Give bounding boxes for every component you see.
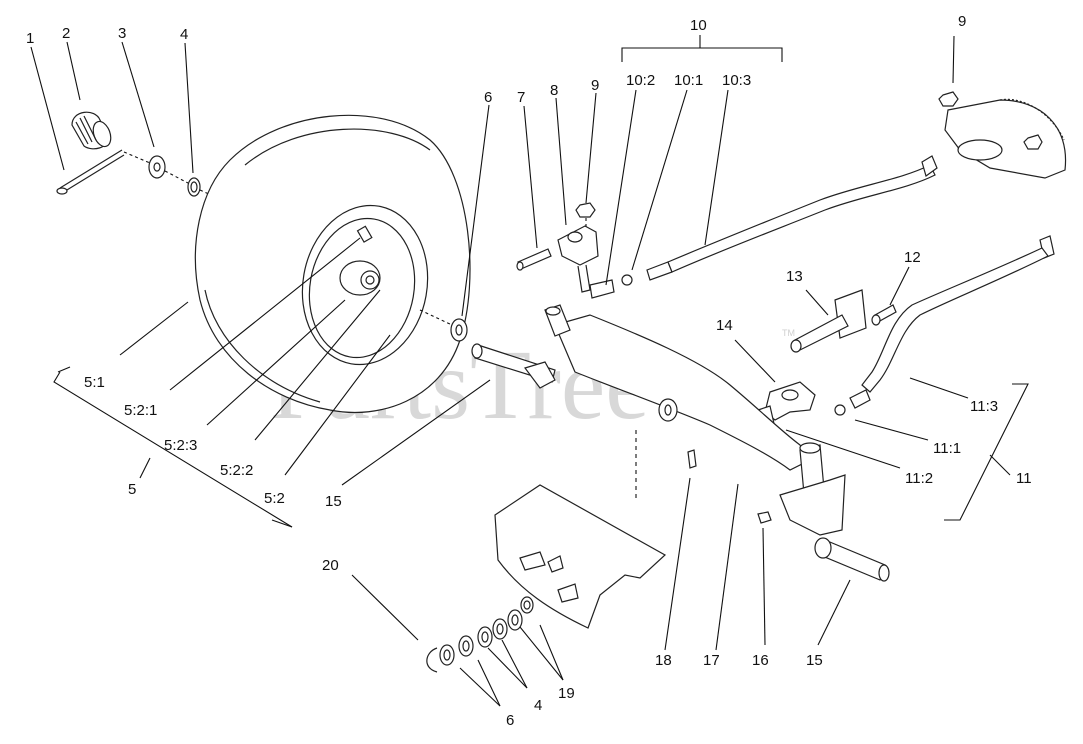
callout-11: 11 (1016, 470, 1032, 487)
callout-1: 1 (26, 30, 34, 47)
callout-11-3: 11:3 (970, 398, 998, 415)
callout-3: 3 (118, 25, 126, 42)
callout-20: 20 (322, 557, 339, 574)
callout-5-2-2: 5:2:2 (220, 462, 253, 479)
part-nut-9[interactable] (575, 202, 596, 218)
callout-6: 6 (484, 89, 492, 106)
part-washer-18[interactable] (658, 398, 697, 469)
callout-8: 8 (550, 82, 558, 99)
callout-4-lower: 4 (534, 697, 542, 714)
part-spacer-4[interactable] (187, 177, 201, 197)
callout-11-1: 11:1 (933, 440, 961, 457)
callout-10-1: 10:1 (674, 72, 703, 89)
part-tie-rod-10[interactable] (589, 155, 938, 299)
part-wheel-assembly[interactable] (194, 114, 471, 414)
callout-14: 14 (716, 317, 733, 334)
callout-7: 7 (517, 89, 525, 106)
callout-10-2: 10:2 (626, 72, 655, 89)
callout-16: 16 (752, 652, 769, 669)
part-bolt-12[interactable] (871, 304, 897, 326)
callout-18: 18 (655, 652, 672, 669)
callout-13: 13 (786, 268, 803, 285)
callout-15-right: 15 (806, 652, 823, 669)
callout-9: 9 (591, 77, 599, 94)
callout-2: 2 (62, 25, 70, 42)
part-cotter-pin[interactable] (56, 149, 125, 195)
callout-19: 19 (558, 685, 575, 702)
callout-10-3: 10:3 (722, 72, 751, 89)
part-axle-beam-17[interactable] (471, 304, 811, 471)
callout-17: 17 (703, 652, 720, 669)
part-pivot-block-8[interactable] (557, 225, 599, 293)
part-tie-rod-11[interactable] (834, 235, 1055, 416)
callout-11-2: 11:2 (905, 470, 933, 487)
callout-labels: 1 2 3 4 5:1 5:2:1 5:2:3 5:2:2 5:2 5 6 7 … (26, 13, 1032, 729)
callout-5-1: 5:1 (84, 374, 105, 391)
part-steering-shaft-13[interactable] (790, 289, 867, 353)
callout-15: 15 (325, 493, 342, 510)
watermark-mark: TM (782, 328, 795, 338)
part-axle-cover[interactable] (494, 484, 667, 629)
part-washer-6[interactable] (450, 318, 468, 342)
callout-5-2: 5:2 (264, 490, 285, 507)
callout-6-lower: 6 (506, 712, 514, 729)
part-hub-cap[interactable] (71, 111, 114, 150)
part-washer-stack[interactable] (426, 596, 534, 673)
callout-5-2-1: 5:2:1 (124, 402, 157, 419)
callout-5: 5 (128, 481, 136, 498)
leader-lines (30, 35, 1029, 707)
callout-10: 10 (690, 17, 707, 34)
part-pin-7[interactable] (516, 248, 552, 271)
part-spindle-15[interactable] (779, 442, 890, 582)
callout-5-2-3: 5:2:3 (164, 437, 197, 454)
part-sector-gear[interactable] (938, 91, 1067, 179)
callout-4: 4 (180, 26, 188, 43)
callout-9-upper: 9 (958, 13, 966, 30)
callout-12: 12 (904, 249, 921, 266)
part-washer-3[interactable] (148, 155, 166, 179)
part-bolt-16[interactable] (757, 511, 772, 524)
